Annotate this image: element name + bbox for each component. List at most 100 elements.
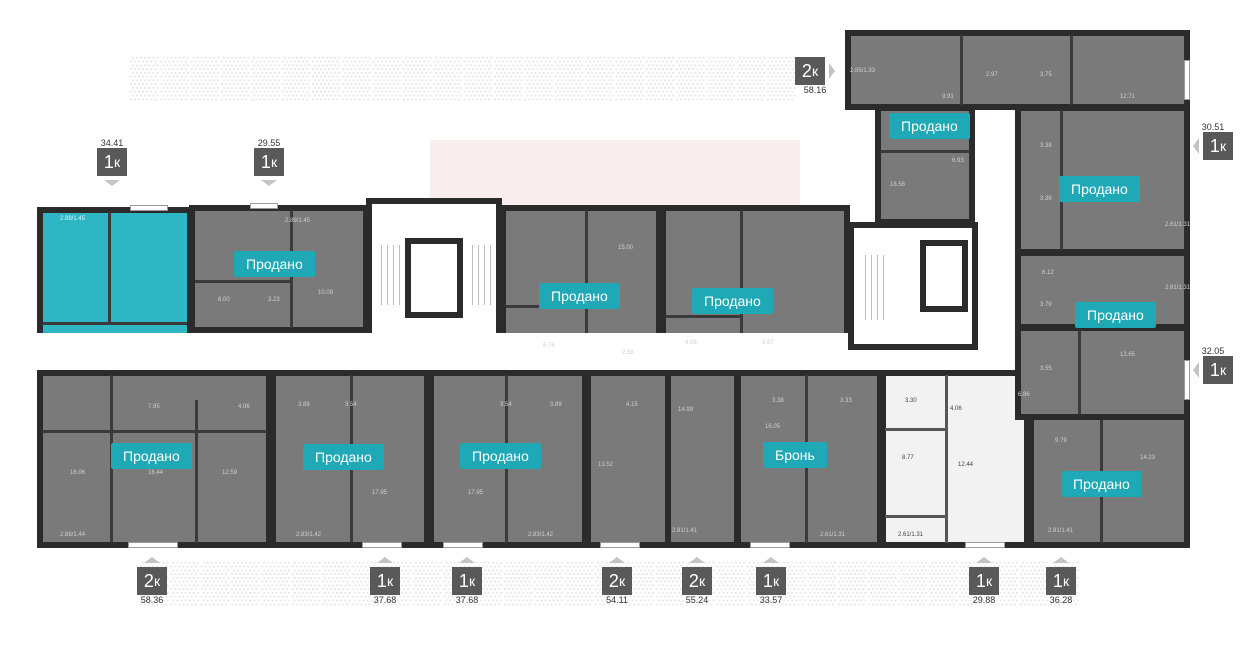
room-area: 9.79 xyxy=(1055,438,1067,444)
status-sold[interactable]: Продано xyxy=(1061,471,1142,497)
room-area: 6.93 xyxy=(952,158,964,164)
room-area: 3.54 xyxy=(345,402,357,408)
apartment-area: 37.68 xyxy=(455,595,479,605)
room-area: 2.89/1.45 xyxy=(285,218,311,224)
room-area: 2.81/1.41 xyxy=(1048,528,1074,534)
room-area: 4.06 xyxy=(238,404,250,410)
room-area: 10.09 xyxy=(318,290,334,296)
pointer-right-icon xyxy=(829,63,835,79)
room-area: 2.61/1.31 xyxy=(898,532,924,538)
apartment-55-24-bottom[interactable] xyxy=(665,370,740,548)
room-area: 2.83/1.42 xyxy=(296,532,322,538)
room-area: 2.81/1.41 xyxy=(672,528,698,534)
apartment-32-05[interactable] xyxy=(1015,325,1190,420)
window xyxy=(1184,60,1190,100)
status-sold[interactable]: Продано xyxy=(234,251,315,277)
status-sold[interactable]: Продано xyxy=(692,288,773,314)
room-area: 13.65 xyxy=(1120,352,1136,358)
room-area: 17.95 xyxy=(372,490,388,496)
room-area: 3.54 xyxy=(500,402,512,408)
room-wall xyxy=(42,430,267,433)
room-area: 16.06 xyxy=(70,470,86,476)
room-area: 5.67 xyxy=(762,340,774,346)
status-sold[interactable]: Продано xyxy=(889,113,970,139)
room-area: 7.95 xyxy=(148,404,160,410)
status-reserved[interactable]: Бронь xyxy=(763,442,827,468)
room-area: 12.71 xyxy=(1120,94,1136,100)
pointer-up-icon xyxy=(763,557,779,563)
pointer-left-icon xyxy=(1193,362,1199,378)
status-sold[interactable]: Продано xyxy=(303,444,384,470)
room-area: 2.58 xyxy=(622,350,634,356)
room-wall xyxy=(42,322,187,325)
status-sold[interactable]: Продано xyxy=(539,283,620,309)
apartment-area: 37.68 xyxy=(373,595,397,605)
room-wall xyxy=(1070,35,1073,105)
pointer-down-icon xyxy=(104,180,120,186)
room-area: 3.79 xyxy=(1040,302,1052,308)
room-area: 8.77 xyxy=(902,455,914,461)
status-sold[interactable]: Продано xyxy=(460,443,541,469)
apartment-29-88-available[interactable] xyxy=(880,370,1030,548)
room-wall xyxy=(108,212,111,322)
status-sold[interactable]: Продано xyxy=(1059,176,1140,202)
apartment-area: 54.11 xyxy=(606,595,628,605)
room-area: 12.44 xyxy=(958,462,974,468)
window xyxy=(362,542,402,548)
window xyxy=(600,542,640,548)
room-wall xyxy=(885,428,945,431)
room-area: 9.91 xyxy=(942,94,954,100)
apartment-area: 36.28 xyxy=(1049,595,1073,605)
room-area: 2.83/1.42 xyxy=(528,532,554,538)
room-area: 16.05 xyxy=(765,424,781,430)
room-area: 12.59 xyxy=(222,470,238,476)
pointer-up-icon xyxy=(689,557,705,563)
pointer-up-icon xyxy=(459,557,475,563)
room-area: 13.52 xyxy=(598,462,614,468)
window xyxy=(130,205,168,211)
room-area: 15.00 xyxy=(618,245,634,251)
room-area: 6.76 xyxy=(543,343,555,349)
room-area: 3.38 xyxy=(1040,196,1052,202)
apartment-33-57[interactable] xyxy=(735,370,883,548)
room-area: 4.08 xyxy=(685,340,697,346)
apartment-area: 55.24 xyxy=(685,595,709,605)
room-area: 2.89/1.45 xyxy=(60,216,86,222)
room-wall xyxy=(880,150,970,153)
room-area: 18.56 xyxy=(890,182,906,188)
corridor xyxy=(37,333,897,373)
apartment-area: 33.57 xyxy=(759,595,783,605)
pointer-up-icon xyxy=(609,557,625,563)
room-wall xyxy=(195,280,291,283)
room-area: 3.33 xyxy=(840,398,852,404)
apartment-58-16-top[interactable] xyxy=(845,30,1190,110)
status-sold[interactable]: Продано xyxy=(111,443,192,469)
status-sold[interactable]: Продано xyxy=(1075,302,1156,328)
